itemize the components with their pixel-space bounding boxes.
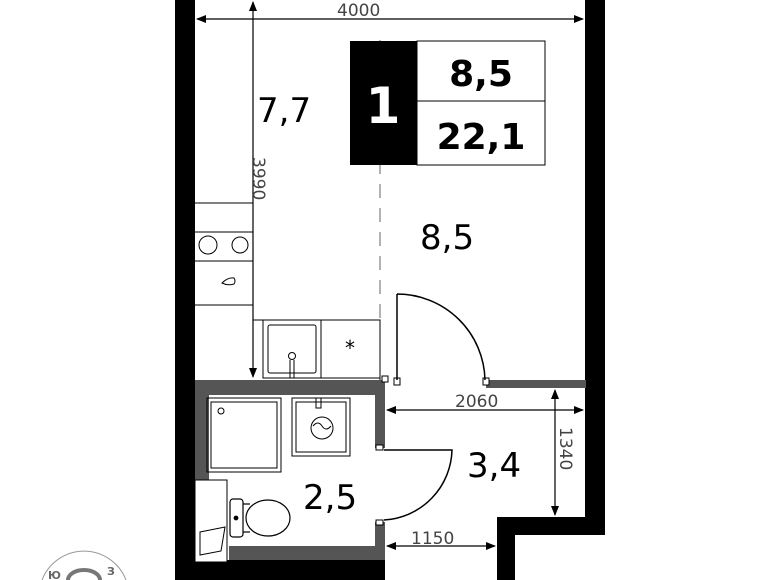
sink-icon <box>262 319 322 379</box>
shower-icon <box>206 397 282 473</box>
dim-width-top: 4000 <box>337 1 380 21</box>
total-area: 22,1 <box>437 117 526 158</box>
stove-icon <box>198 235 249 255</box>
hall-area-label: 3,4 <box>467 446 521 486</box>
bathroom-area-label: 2,5 <box>303 478 357 518</box>
washing-machine-icon <box>291 397 351 457</box>
compass-west: З <box>107 565 115 578</box>
riser-icon <box>199 526 226 556</box>
inner-walls <box>195 380 586 560</box>
oven-icon <box>221 277 236 286</box>
room-door-swing[interactable] <box>396 293 486 381</box>
dim-height-kitchen: 3990 <box>248 157 268 200</box>
compass-south: Ю <box>48 569 61 580</box>
living-area-total: 8,5 <box>449 54 513 95</box>
living-area-label: 8,5 <box>420 218 474 258</box>
door-jambs <box>375 375 490 526</box>
bathroom-door-swing[interactable] <box>383 449 453 521</box>
dim-entrance-width: 1150 <box>411 529 454 549</box>
toilet-icon <box>229 498 291 538</box>
rooms-count: 1 <box>366 77 401 135</box>
dimension-lines <box>196 1 584 550</box>
dim-hall-width: 2060 <box>455 392 498 412</box>
apartment-info-badge: 1 8,5 22,1 <box>350 40 546 166</box>
kitchen-area-label: 7,7 <box>257 91 311 131</box>
fridge-cabinet <box>320 319 381 379</box>
fridge-icon: * <box>345 336 355 360</box>
compass-icon: Ю З <box>41 550 127 580</box>
outer-walls <box>175 0 605 580</box>
dim-hall-depth: 1340 <box>555 427 575 470</box>
